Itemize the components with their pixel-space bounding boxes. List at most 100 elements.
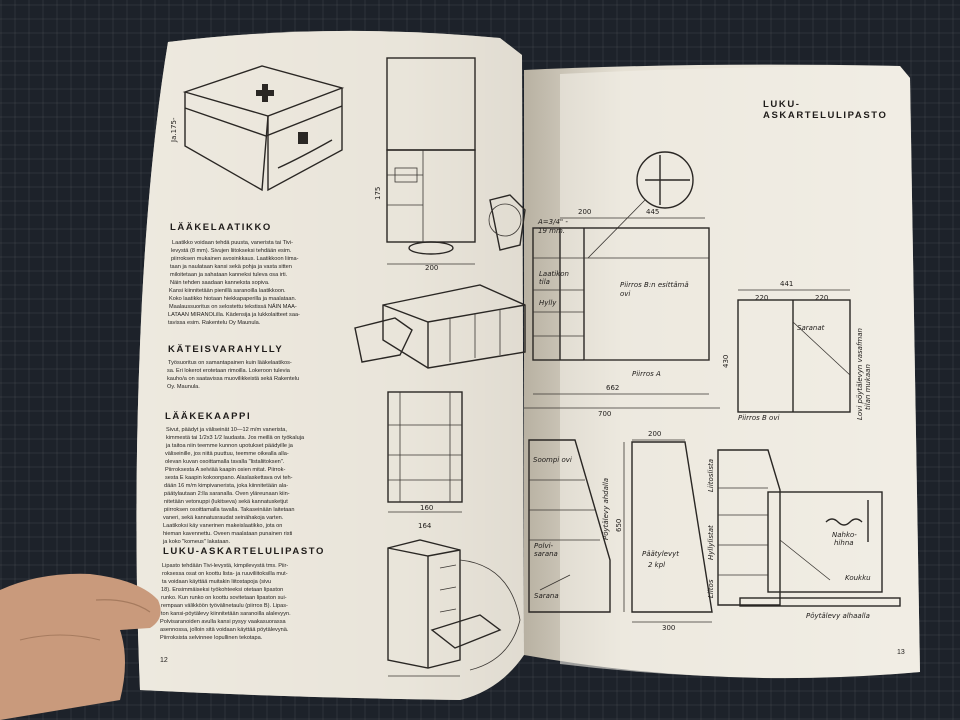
heading-laakelaatikko: LÄÄKELAATIKKO: [170, 222, 272, 233]
svg-text:Hylly: Hylly: [539, 299, 557, 307]
right-title-line2: ASKARTELULIPASTO: [763, 110, 887, 121]
text-laakelaatikko: Laatikko voidaan tehdä puusta, vanerista…: [168, 240, 300, 326]
svg-text:piirroksen osoittamalla tavall: piirroksen osoittamalla tavalla. Takasei…: [164, 507, 295, 513]
svg-text:Kansi kiinnitetään pienillä sa: Kansi kiinnitetään pienillä saranoilla l…: [169, 288, 286, 294]
svg-text:Liitoslista: Liitoslista: [707, 459, 715, 492]
svg-text:Soompi ovi: Soompi ovi: [533, 456, 572, 464]
svg-text:ja koko "komeus" lakataan.: ja koko "komeus" lakataan.: [162, 539, 231, 545]
svg-text:Pöytälevy ahdalla: Pöytälevy ahdalla: [602, 478, 610, 540]
svg-text:Laatikoksi käy vanerinen makei: Laatikoksi käy vanerinen makeislaatikko,…: [163, 523, 282, 529]
svg-text:Pöytälevy alhaalla: Pöytälevy alhaalla: [806, 612, 870, 620]
svg-text:220: 220: [815, 294, 828, 302]
svg-text:sesta E kaapin kokoonpano. Ala: sesta E kaapin kokoonpano. Alaslaskettav…: [165, 475, 293, 481]
svg-text:Maalaussuoritus on selostettu: Maalaussuoritus on selostettu tekstissä …: [169, 303, 297, 310]
drawing-assembled-desk: Liitoslista Hyllylistat Liitos Nahko- hi…: [707, 449, 901, 620]
svg-text:Laatikko voidaan tehdä puusta,: Laatikko voidaan tehdä puusta, vanerista…: [172, 240, 293, 246]
svg-text:väliseinille, jos niitä puuttu: väliseinille, jos niitä puuttuu, teemme …: [165, 451, 289, 457]
svg-text:200: 200: [648, 430, 661, 438]
svg-text:650: 650: [615, 519, 623, 532]
svg-text:Piirroksesta A selviää kaapin: Piirroksesta A selviää kaapin osien mita…: [165, 467, 285, 473]
svg-text:Työsuoritus on samantapainen k: Työsuoritus on samantapainen kuin lääkel…: [168, 360, 292, 366]
cash-shelf-drawing: [354, 284, 526, 369]
svg-text:hieman kavennettu. Oveen maala: hieman kavennettu. Oveen maalataan punai…: [163, 531, 292, 537]
svg-text:kimmestä tai 1/2x3 1/2 laudast: kimmestä tai 1/2x3 1/2 laudasta. Jos mei…: [166, 435, 305, 441]
svg-text:tilan mukaan: tilan mukaan: [864, 364, 872, 410]
heading-kateisvarahylly: KÄTEISVARAHYLLY: [168, 344, 283, 355]
svg-text:220: 220: [755, 294, 768, 302]
svg-text:200: 200: [425, 264, 438, 272]
svg-text:miloitetaan ja sahataan kannek: miloitetaan ja sahataan kanneksi tuleva …: [170, 272, 288, 278]
page-number-left: 12: [160, 657, 168, 664]
right-title-line1: LUKU-: [763, 99, 801, 110]
svg-text:Sivut, päädyt ja väliseinät 10: Sivut, päädyt ja väliseinät 10—12 m/m va…: [166, 427, 287, 433]
medicine-cabinet-drawing: 160: [387, 391, 463, 513]
svg-text:taan ja naulataan kansi sekä p: taan ja naulataan kansi sekä pohja ja va…: [170, 264, 292, 270]
svg-text:asennossa, jolloin sitä voidaa: asennossa, jolloin sitä voidaan käyttää …: [160, 627, 289, 633]
svg-text:Päätylevyt: Päätylevyt: [642, 550, 679, 558]
svg-text:sarana: sarana: [534, 550, 558, 558]
heading-luku-askartelulipasto: LUKU-ASKARTELULIPASTO: [163, 546, 325, 557]
hand: [0, 573, 161, 720]
svg-text:Sarana: Sarana: [534, 592, 559, 600]
svg-text:ton kansi-pöytälevy kiinnitetä: ton kansi-pöytälevy kiinnitetään saranoi…: [161, 611, 291, 617]
svg-text:ja taitoa niin teemme kunnon u: ja taitoa niin teemme kunnon upotukset p…: [165, 443, 294, 449]
svg-text:Nahko-: Nahko-: [832, 531, 857, 539]
text-luku-askartelulipasto: Lipasto tehdään Tivi-levystä, kimpilevys…: [160, 563, 291, 641]
svg-text:päätylautaan 2:lla saranalla.: päätylautaan 2:lla saranalla. Oven yläre…: [164, 491, 290, 497]
drawing-piirros-a: 200 445 A=3/4" - 19 mm. Laatikon tila Hy…: [524, 208, 720, 418]
svg-text:Koukku: Koukku: [845, 574, 871, 582]
text-kateisvarahylly: Työsuoritus on samantapainen kuin lääkel…: [167, 360, 299, 390]
svg-text:Piirros B:n esittämä: Piirros B:n esittämä: [620, 281, 689, 289]
svg-text:2 kpl: 2 kpl: [648, 561, 665, 569]
svg-text:Lovi pöytälevyn vasafman: Lovi pöytälevyn vasafman: [856, 328, 864, 420]
svg-text:Laatikon: Laatikon: [539, 270, 569, 278]
drawing-paatylevyt: 200 650 Päätylevyt 2 kpl 300: [615, 430, 713, 632]
svg-text:Näin tehden saadaan kanneksta: Näin tehden saadaan kanneksta sopiva.: [170, 280, 270, 286]
svg-text:hihna: hihna: [834, 539, 854, 547]
svg-text:164: 164: [418, 522, 432, 530]
svg-text:olevan kuvan osoittamalla tava: olevan kuvan osoittamalla tavalla "lista…: [165, 459, 285, 465]
svg-text:Oy. Maunula.: Oy. Maunula.: [167, 384, 200, 390]
svg-text:ta voidaan käyttää muitakin li: ta voidaan käyttää muitakin liitostapoja…: [162, 579, 271, 585]
svg-text:nitetään vetonuppi (lukitseva): nitetään vetonuppi (lukitseva) sekä kann…: [164, 499, 288, 505]
svg-text:175: 175: [374, 187, 382, 200]
svg-text:19 mm.: 19 mm.: [538, 227, 565, 235]
svg-text:18). Ensimmäiseksi työkohteeks: 18). Ensimmäiseksi työkohteeksi otetaan …: [161, 587, 283, 593]
svg-text:430: 430: [722, 355, 730, 368]
heading-laakekaappi: LÄÄKEKAAPPI: [165, 411, 251, 422]
svg-text:445: 445: [646, 208, 659, 216]
text-laakekaappi: Sivut, päädyt ja väliseinät 10—12 m/m va…: [162, 427, 305, 545]
svg-text:Hyllylistat: Hyllylistat: [707, 525, 715, 560]
svg-text:LATAAN MIRANOLilla. Kädensija: LATAAN MIRANOLilla. Kädensija ja lukkola…: [168, 312, 300, 318]
svg-text:Polvi-: Polvi-: [534, 542, 554, 550]
svg-text:sa. Eri lokerot erotetaan rimo: sa. Eri lokerot erotetaan rimoilla. Loke…: [167, 368, 291, 374]
svg-text:200: 200: [578, 208, 591, 216]
page-number-right: 13: [897, 649, 905, 656]
svg-text:vaneri, sekä kannatusraudat se: vaneri, sekä kannatusraudat seinähakoja …: [163, 515, 284, 521]
svg-text:levystä (8 mm). Sivujen liitok: levystä (8 mm). Sivujen liitokseksi tehd…: [171, 248, 292, 254]
svg-text:Piirroksista selvinnee lopulli: Piirroksista selvinnee lopullinen tekota…: [160, 635, 263, 641]
svg-text:piirroksen mukainen avosinkkau: piirroksen mukainen avosinkkaus. Laatikk…: [171, 256, 299, 262]
svg-text:runko. Kun runko on koottu sov: runko. Kun runko on koottu sovitetaan li…: [161, 595, 287, 601]
svg-text:Piirros B ovi: Piirros B ovi: [738, 414, 779, 422]
svg-text:662: 662: [606, 384, 619, 392]
box-open-elevation-drawing: 200 175: [374, 57, 526, 272]
svg-text:tila: tila: [539, 278, 550, 286]
svg-text:Saranat: Saranat: [797, 324, 825, 332]
svg-text:441: 441: [780, 280, 793, 288]
svg-text:A=3/4" -: A=3/4" -: [537, 218, 568, 226]
svg-text:ovi: ovi: [620, 290, 630, 298]
svg-text:Liitos: Liitos: [707, 579, 715, 598]
svg-text:tavissa esim. Rakentelu Oy Mau: tavissa esim. Rakentelu Oy Maunula.: [168, 320, 261, 326]
svg-text:Polvisaranoiden avulla kansi p: Polvisaranoiden avulla kansi pysyy vaaka…: [160, 619, 287, 625]
svg-text:160: 160: [420, 504, 433, 512]
drawing-side-section: Soompi ovi Polvi- sarana Sarana Pöytälev…: [528, 439, 611, 613]
drawing-piirros-b-ovi: 441 220 220 Saranat 430 Piirros B ovi Lo…: [722, 280, 872, 422]
svg-text:700: 700: [598, 410, 611, 418]
svg-text:kauho/a on saatavissa muovilik: kauho/a on saatavissa muovilikkeistä sek…: [167, 376, 299, 382]
svg-text:Piirros A: Piirros A: [632, 370, 661, 378]
svg-text:300: 300: [662, 624, 675, 632]
svg-text:rempaan välikköön työvälinetau: rempaan välikköön työvälinetaulu (piirro…: [161, 603, 288, 609]
first-aid-box-drawing: [182, 65, 345, 192]
